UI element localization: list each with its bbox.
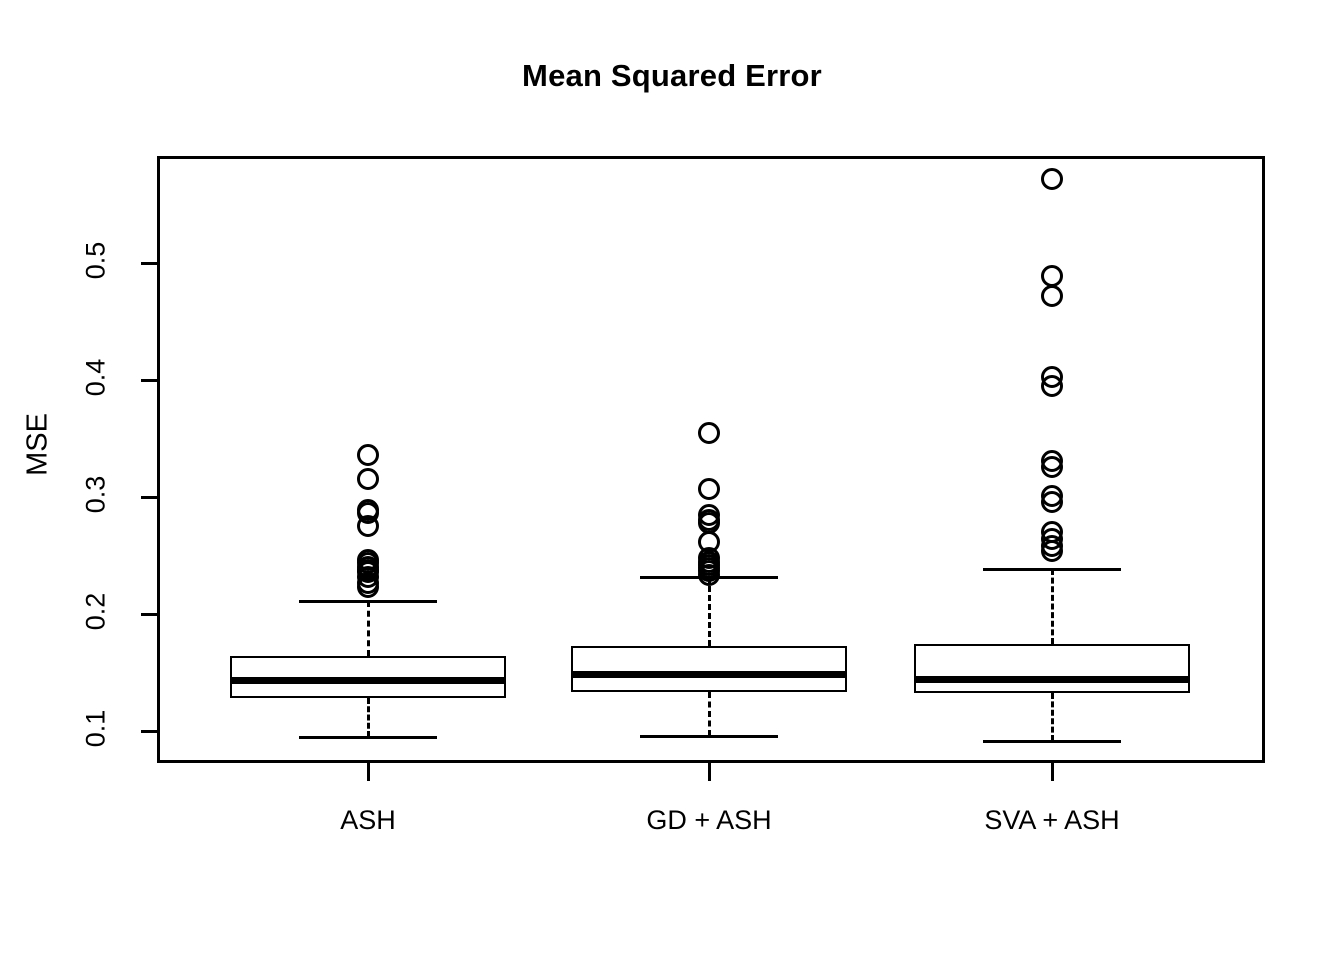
- outlier-point: [698, 478, 720, 501]
- y-tick-mark: [141, 379, 157, 382]
- upper-whisker-line: [1051, 568, 1054, 644]
- upper-whisker-cap: [299, 599, 437, 603]
- outlier-point: [357, 575, 379, 598]
- x-tick-mark: [367, 763, 370, 781]
- outlier-point: [1041, 491, 1063, 514]
- upper-whisker-line: [708, 577, 711, 647]
- y-tick-mark: [141, 496, 157, 499]
- outlier-point: [1041, 285, 1063, 308]
- lower-whisker-cap: [983, 739, 1121, 743]
- box-rect: [914, 643, 1190, 693]
- x-tick-mark: [1051, 763, 1054, 781]
- outlier-point: [1041, 540, 1063, 563]
- lower-whisker-line: [708, 691, 711, 737]
- x-tick-label-gd-ash: GD + ASH: [646, 805, 772, 835]
- lower-whisker-line: [1051, 692, 1054, 741]
- upper-whisker-cap: [983, 567, 1121, 571]
- box-rect: [230, 655, 506, 698]
- x-tick-label-ash: ASH: [340, 805, 396, 835]
- outlier-point: [357, 514, 379, 537]
- page-title: Mean Squared Error: [522, 58, 822, 93]
- lower-whisker-cap: [299, 736, 437, 740]
- outlier-point: [1041, 265, 1063, 288]
- y-tick-mark: [141, 730, 157, 733]
- y-tick-mark: [141, 613, 157, 616]
- box-rect: [571, 646, 847, 692]
- outlier-point: [1041, 456, 1063, 479]
- outlier-point: [357, 444, 379, 467]
- median-line: [914, 675, 1190, 683]
- x-tick-label-sva-ash: SVA + ASH: [984, 805, 1120, 835]
- median-line: [230, 677, 506, 685]
- median-line: [571, 671, 847, 679]
- outlier-point: [1041, 375, 1063, 398]
- x-tick-mark: [708, 763, 711, 781]
- lower-whisker-line: [367, 697, 370, 738]
- upper-whisker-line: [367, 600, 370, 656]
- outlier-point: [1041, 168, 1063, 191]
- outlier-point: [698, 563, 720, 586]
- lower-whisker-cap: [640, 735, 778, 739]
- plot-frame: [157, 156, 1265, 763]
- y-tick-mark: [141, 262, 157, 265]
- outlier-point: [357, 467, 379, 490]
- outlier-point: [698, 422, 720, 445]
